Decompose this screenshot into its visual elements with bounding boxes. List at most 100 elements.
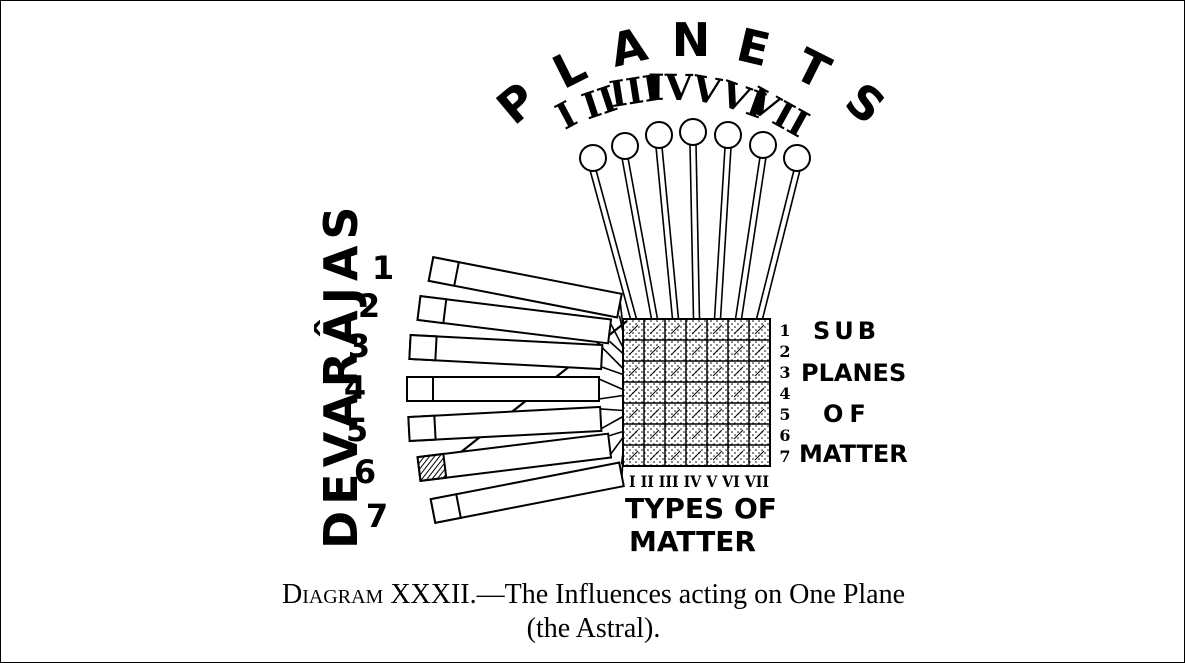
type-numerals: I II III IV V VI VII [629, 472, 769, 491]
grid-cell-mark [649, 450, 660, 461]
grid-cell-mark [691, 366, 702, 377]
grid-cell-mark [712, 429, 723, 440]
subplanes-label-planes: PLANES [801, 359, 906, 387]
planets-title-letter: N [672, 13, 711, 67]
subplanes-label-matter: MATTER [799, 440, 908, 468]
grid-cell-mark [670, 387, 681, 398]
grid-cell-mark [628, 408, 639, 419]
grid-cell-mark [670, 429, 681, 440]
grid-cell-mark [754, 408, 765, 419]
devaraja-bar-cap [408, 333, 438, 362]
grid-cell-mark [733, 408, 744, 419]
planet-string [621, 157, 653, 320]
planet-string [595, 169, 638, 320]
devaraja-bar [416, 432, 613, 483]
grid-cell-mark [733, 366, 744, 377]
devaraja-bar-body [406, 376, 600, 402]
planet-circle [749, 131, 777, 159]
planet-circle [611, 132, 639, 160]
grid-cell-mark [649, 324, 660, 335]
grid-cell-mark [733, 387, 744, 398]
planets-title-letter: T [786, 38, 839, 101]
devaraja-number: 3 [348, 327, 370, 365]
devaraja-number: 7 [366, 497, 388, 535]
devaraja-string [609, 430, 624, 437]
planet-string [627, 157, 659, 320]
grid-cell-mark [691, 429, 702, 440]
planet-string [589, 169, 632, 320]
planet-string [740, 156, 767, 320]
planet-strings [589, 143, 801, 320]
grid-cell-mark [628, 387, 639, 398]
subplane-number: 1 [779, 321, 790, 340]
planet-numeral: III [607, 67, 663, 116]
grid-cell-mark [691, 324, 702, 335]
caption-line-1: Diagram XXXII.—The Influences acting on … [1, 579, 1185, 611]
grid-cell-mark [670, 450, 681, 461]
devaraja-bar-body [407, 405, 603, 443]
planet-circle [645, 121, 673, 149]
caption-prefix: Diagram [281, 579, 384, 610]
planets-title-letter: S [835, 72, 895, 135]
matter-grid [622, 318, 771, 467]
grid-cell-mark [733, 429, 744, 440]
grid-cell-mark [670, 366, 681, 377]
grid-cell-mark [628, 429, 639, 440]
devaraja-string [601, 346, 624, 370]
devaraja-bar-cap [416, 452, 448, 483]
planets-title-letter: P [487, 72, 548, 135]
types-label-line2: MATTER [629, 525, 756, 558]
planet-string [719, 146, 732, 320]
grid-cell-mark [649, 408, 660, 419]
subplanes-label-sub: SUB [813, 317, 880, 345]
planet-string [695, 143, 701, 320]
grid-cell-mark [712, 408, 723, 419]
devaraja-bar [429, 461, 625, 524]
grid-cell-mark [649, 429, 660, 440]
planet-string [755, 169, 795, 320]
grid-cell-mark [670, 345, 681, 356]
subplane-number: 4 [779, 384, 790, 403]
subplanes-label-of: OF [823, 400, 872, 428]
grid-cell-mark [712, 324, 723, 335]
grid-cell-mark [628, 366, 639, 377]
devaraja-string [601, 366, 624, 376]
grid-cell-mark [670, 324, 681, 335]
devarajas-title: DEVARÂJAS [314, 200, 368, 549]
devaraja-bar-body [408, 333, 604, 371]
devaraja-bar [406, 376, 600, 402]
planet-circle [579, 144, 607, 172]
planet-circles [579, 118, 811, 172]
grid-cell-mark [691, 450, 702, 461]
devaraja-string [600, 408, 624, 412]
devaraja-number: 6 [354, 453, 376, 491]
planet-circle [714, 121, 742, 149]
grid-cell-mark [733, 324, 744, 335]
grid-cell-mark [712, 366, 723, 377]
devaraja-string [608, 437, 624, 457]
subplane-number: 2 [779, 342, 790, 361]
devaraja-string [598, 378, 624, 391]
planet-string [761, 169, 801, 320]
planet-string [689, 143, 695, 320]
devaraja-bar-cap [429, 493, 462, 524]
planet-string [713, 146, 726, 320]
grid-cell-mark [649, 345, 660, 356]
grid-cell-mark [712, 450, 723, 461]
devaraja-bar-cap [427, 256, 460, 287]
grid-cell-mark [754, 387, 765, 398]
grid-cell-mark [649, 387, 660, 398]
subplane-number: 6 [779, 426, 790, 445]
grid-cell-mark [691, 345, 702, 356]
planet-string [661, 146, 680, 320]
grid-cell-mark [712, 345, 723, 356]
devaraja-bar [427, 256, 623, 319]
grid-cell-mark [754, 345, 765, 356]
grid-cell-mark [628, 450, 639, 461]
planets-title-letter: E [732, 17, 775, 77]
devaraja-string [609, 340, 624, 355]
devaraja-bar [407, 405, 603, 443]
planet-numeral: IV [648, 67, 694, 109]
